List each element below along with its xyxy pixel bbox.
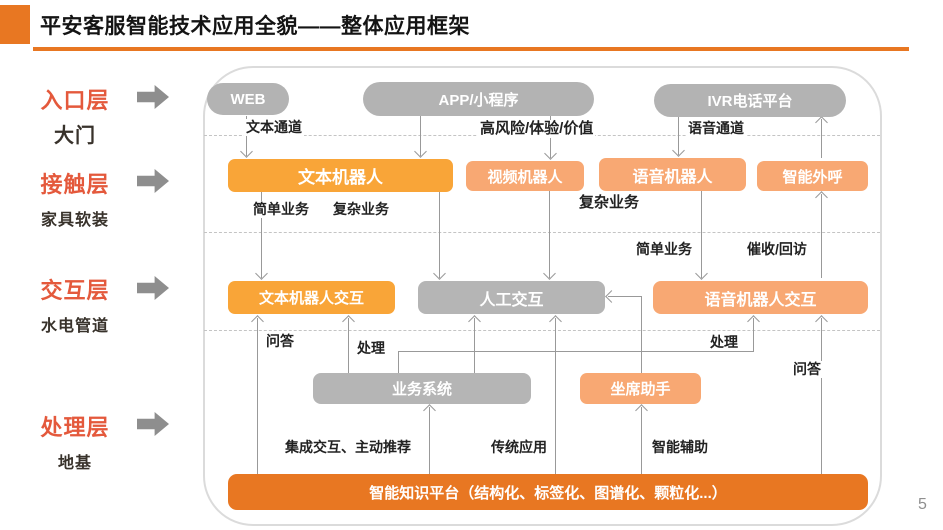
edge-app-to-text-robot (420, 116, 421, 156)
node-agent-assistant[interactable]: 坐席助手 (580, 373, 701, 404)
node-outbound-call[interactable]: 智能外呼 (757, 161, 868, 191)
layer-interaction: 交互层 水电管道 (20, 273, 130, 336)
edge-knowledge-to-human (555, 318, 556, 474)
node-web[interactable]: WEB (207, 83, 289, 115)
layer-interaction-metaphor: 水电管道 (40, 318, 109, 335)
edge-business-to-voice-v2 (753, 318, 754, 352)
node-human-interaction[interactable]: 人工交互 (418, 281, 605, 314)
label-high-risk: 高风险/体验/价值 (478, 120, 596, 138)
node-voice-robot[interactable]: 语音机器人 (599, 158, 746, 191)
edge-assistant-to-human-horizontal (608, 296, 642, 297)
layer-process-arrow-icon (137, 412, 169, 436)
node-video-robot[interactable]: 视频机器人 (466, 161, 584, 191)
edge-business-to-voice-horizontal (398, 351, 754, 352)
edge-video-robot-to-human (549, 191, 550, 278)
title-underline (33, 47, 909, 51)
layer-contact-metaphor: 家具软装 (40, 212, 109, 229)
label-process-right: 处理 (708, 334, 740, 351)
node-knowledge-platform[interactable]: 智能知识平台（结构化、标签化、图谱化、颗粒化...） (228, 474, 868, 510)
edge-assistant-to-human-vertical (641, 297, 642, 373)
node-ivr-platform[interactable]: IVR电话平台 (654, 84, 846, 117)
node-text-interaction[interactable]: 文本机器人交互 (228, 281, 395, 314)
label-collection-callback: 催收/回访 (745, 241, 809, 258)
label-traditional-app: 传统应用 (489, 439, 549, 456)
label-simple-biz-1: 简单业务 (251, 201, 311, 218)
edge-text-robot-to-human (439, 192, 440, 278)
layer-process: 处理层 地基 (20, 410, 130, 473)
label-text-channel: 文本通道 (244, 119, 304, 136)
layer-entry-title: 入口层 (40, 88, 110, 113)
label-complex-biz-1: 复杂业务 (331, 201, 391, 218)
edge-knowledge-to-text-interaction (257, 318, 258, 474)
edge-outbound-to-ivr (821, 119, 822, 158)
label-simple-biz-2: 简单业务 (634, 241, 694, 258)
layer-entry-metaphor: 大门 (54, 125, 96, 147)
edge-business-to-text-interaction (348, 318, 349, 373)
layer-process-title: 处理层 (40, 415, 110, 440)
page-title: 平安客服智能技术应用全貌——整体应用框架 (40, 15, 470, 38)
node-app-miniprogram[interactable]: APP/小程序 (363, 82, 594, 116)
layer-entry: 入口层 大门 (20, 83, 130, 148)
node-text-robot[interactable]: 文本机器人 (228, 159, 453, 192)
edge-web-to-text-robot (246, 116, 247, 156)
separator-interaction-process (204, 330, 880, 331)
label-integrated-push: 集成交互、主动推荐 (283, 439, 413, 456)
label-qa-right: 问答 (791, 361, 823, 378)
layer-process-metaphor: 地基 (57, 455, 92, 472)
layer-interaction-arrow-icon (137, 276, 169, 300)
edge-knowledge-to-voice-interaction (821, 318, 822, 474)
node-business-system[interactable]: 业务系统 (313, 373, 531, 404)
edge-voice-robot-to-voice-interaction (701, 191, 702, 278)
node-voice-interaction[interactable]: 语音机器人交互 (653, 281, 868, 314)
edge-business-to-human (474, 318, 475, 373)
separator-contact-interaction (204, 232, 880, 233)
edge-knowledge-to-assistant (641, 407, 642, 474)
layer-contact: 接触层 家具软装 (20, 167, 130, 230)
edge-business-to-voice-v1 (398, 352, 399, 373)
title-accent-block (0, 5, 30, 44)
layer-interaction-title: 交互层 (40, 278, 110, 303)
label-voice-channel: 语音通道 (686, 120, 746, 137)
layer-contact-arrow-icon (137, 169, 169, 193)
label-process-left: 处理 (355, 340, 387, 357)
page-number: 5 (918, 496, 927, 513)
edge-knowledge-to-business (429, 407, 430, 474)
layer-contact-title: 接触层 (40, 172, 110, 197)
label-qa-left: 问答 (264, 333, 296, 350)
edge-voice-interaction-to-outbound (821, 194, 822, 278)
label-complex-biz-2: 复杂业务 (577, 194, 642, 212)
layer-entry-arrow-icon (137, 85, 169, 109)
edge-ivr-to-voice-robot (678, 117, 679, 155)
edge-text-robot-to-text-interaction (261, 192, 262, 278)
label-smart-assist: 智能辅助 (650, 439, 710, 456)
